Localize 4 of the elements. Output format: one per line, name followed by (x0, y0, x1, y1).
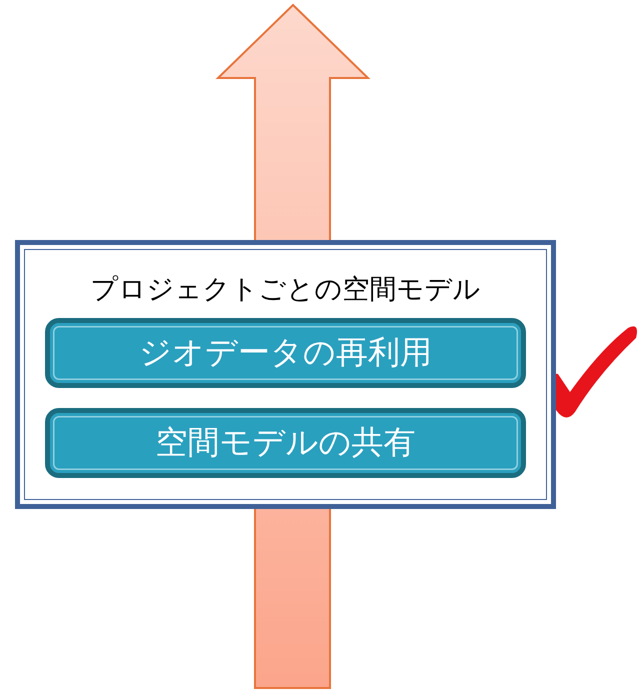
panel-heading: プロジェクトごとの空間モデル (90, 273, 482, 307)
panel-box (15, 240, 556, 509)
item-box: ジオデータの再利用 (45, 318, 526, 388)
item-box: 空間モデルの共有 (45, 408, 526, 478)
